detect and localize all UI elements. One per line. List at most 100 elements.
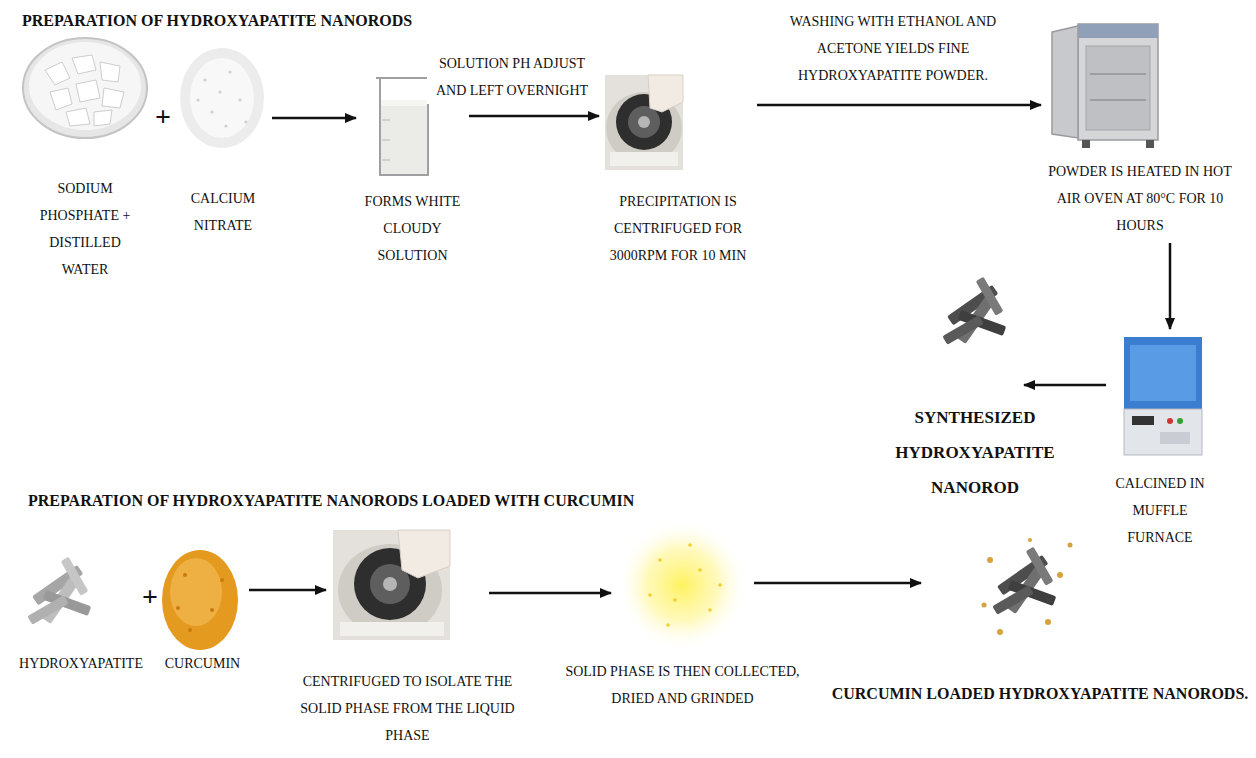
muffle-furnace	[1124, 337, 1202, 455]
powder-pile	[203, 78, 206, 81]
loaded-nanorods	[997, 629, 1003, 635]
process-step: HYDROXYAPATITE	[22, 555, 140, 677]
muffle-furnace	[1124, 337, 1202, 409]
crystal-dish	[50, 88, 72, 110]
process-step: PRECIPITATION IS CENTRIFUGED FOR 3000RPM…	[603, 72, 753, 269]
centrifuge-photo	[333, 530, 450, 640]
step-caption: SOLID PHASE IS THEN COLLECTED, DRIED AND…	[558, 658, 808, 712]
beaker	[376, 78, 432, 175]
curcumin-powder	[176, 606, 180, 610]
yellow-powder	[673, 598, 677, 602]
process-step: CURCUMIN	[160, 548, 245, 677]
flow-arrow	[469, 115, 599, 118]
powder-pile	[180, 48, 264, 148]
yellow-powder	[688, 543, 692, 547]
curcumin-powder	[188, 628, 192, 632]
step-caption: CENTRIFUGED TO ISOLATE THE SOLID PHASE F…	[288, 668, 528, 749]
curcumin-powder	[210, 608, 214, 612]
process-step: CENTRIFUGED TO ISOLATE THE SOLID PHASE F…	[330, 528, 485, 749]
curcumin-powder	[162, 550, 238, 650]
process-step: CALCIUM NITRATE	[178, 40, 268, 239]
curcumin-powder	[220, 578, 224, 582]
hot-air-oven	[1090, 74, 1146, 100]
muffle-furnace	[1177, 418, 1183, 424]
loaded-nanorods	[982, 603, 987, 608]
crystal-dish	[72, 55, 96, 74]
powder-pile	[238, 98, 241, 101]
muffle-furnace	[1167, 418, 1173, 424]
arrow-label: WASHING WITH ETHANOL AND ACETONE YIELDS …	[771, 8, 1016, 89]
process-step: CALCINED IN MUFFLE FURNACE	[1110, 333, 1210, 551]
hydroxyapatite-rods	[61, 557, 89, 596]
centrifuge-photo	[638, 116, 650, 128]
flow-arrow	[272, 117, 356, 120]
beaker	[381, 104, 427, 174]
nanorods	[976, 277, 1004, 316]
loaded-nanorods	[987, 557, 993, 563]
powder-pile	[180, 48, 264, 148]
hot-air-oven	[1078, 24, 1158, 38]
crystal-dish	[76, 80, 100, 102]
centrifuge-photo	[605, 75, 683, 170]
muffle-furnace	[1130, 345, 1196, 401]
hot-air-oven	[1052, 24, 1158, 148]
crystal-dish	[100, 62, 120, 82]
flow-arrow	[1024, 384, 1106, 387]
flow-arrow	[489, 592, 611, 595]
powder-pile	[190, 58, 254, 138]
loaded-nanorods	[992, 547, 1056, 615]
centrifuge-photo	[610, 152, 678, 166]
crystal-dish	[66, 108, 90, 126]
step-caption: HYDROXYAPATITE	[19, 650, 143, 677]
step-caption: FORMS WHITE CLOUDY SOLUTION	[355, 188, 470, 269]
plus-sign: +	[155, 103, 171, 131]
loaded-nanorods	[1057, 572, 1063, 578]
step-caption: CURCUMIN LOADED HYDROXYAPATITE NANORODS.	[832, 680, 1249, 707]
hot-air-oven	[1078, 24, 1158, 140]
hydroxyapatite-rods	[27, 595, 68, 625]
muffle-furnace	[1160, 432, 1190, 444]
process-step: CURCUMIN LOADED HYDROXYAPATITE NANORODS.	[925, 520, 1085, 707]
yellow-powder	[666, 623, 670, 627]
powder-pile	[224, 124, 227, 127]
yellow-powder	[616, 519, 748, 651]
hydroxyapatite-rods	[27, 557, 91, 625]
section-heading: PREPARATION OF HYDROXYAPATITE NANORODS L…	[28, 490, 634, 512]
centrifuge-photo	[383, 577, 397, 591]
powder-pile	[196, 98, 199, 101]
flow-arrow	[1169, 243, 1172, 329]
curcumin-powder	[183, 573, 187, 577]
process-step: POWDER IS HEATED IN HOT AIR OVEN AT 80°C…	[1045, 18, 1235, 239]
flow-arrow	[757, 104, 1041, 107]
centrifuge-photo	[333, 530, 450, 640]
hot-air-oven	[1086, 46, 1150, 130]
crystal-dish	[29, 42, 141, 130]
centrifuge-photo	[398, 530, 450, 578]
flow-arrow	[249, 589, 326, 592]
section-heading: PREPARATION OF HYDROXYAPATITE NANORODS	[22, 10, 412, 32]
nanorods	[942, 277, 1006, 345]
nanorods	[942, 315, 983, 345]
centrifuge-photo	[648, 75, 683, 112]
hot-air-oven	[1082, 140, 1090, 148]
powder-pile	[228, 70, 231, 73]
arrow-label: SOLUTION PH ADJUST AND LEFT OVERNIGHT	[427, 50, 597, 104]
beaker	[382, 120, 390, 160]
powder-pile	[218, 90, 221, 93]
crystal-dish	[102, 88, 124, 108]
curcumin-powder	[170, 558, 222, 626]
step-caption: CALCINED IN MUFFLE FURNACE	[1106, 470, 1214, 551]
hot-air-oven	[1052, 26, 1078, 138]
powder-pile	[210, 110, 213, 113]
curcumin-powder	[162, 550, 238, 650]
crystal-dish	[45, 62, 70, 85]
muffle-furnace	[1124, 409, 1202, 455]
centrifuge-photo	[628, 106, 660, 138]
muffle-furnace	[1132, 416, 1154, 425]
step-caption: PRECIPITATION IS CENTRIFUGED FOR 3000RPM…	[596, 188, 761, 269]
centrifuge-photo	[340, 622, 444, 636]
plus-sign: +	[142, 583, 158, 611]
crystal-dish	[23, 38, 147, 138]
process-step: SYNTHESIZED HYDROXYAPATITE NANOROD	[930, 283, 1020, 505]
